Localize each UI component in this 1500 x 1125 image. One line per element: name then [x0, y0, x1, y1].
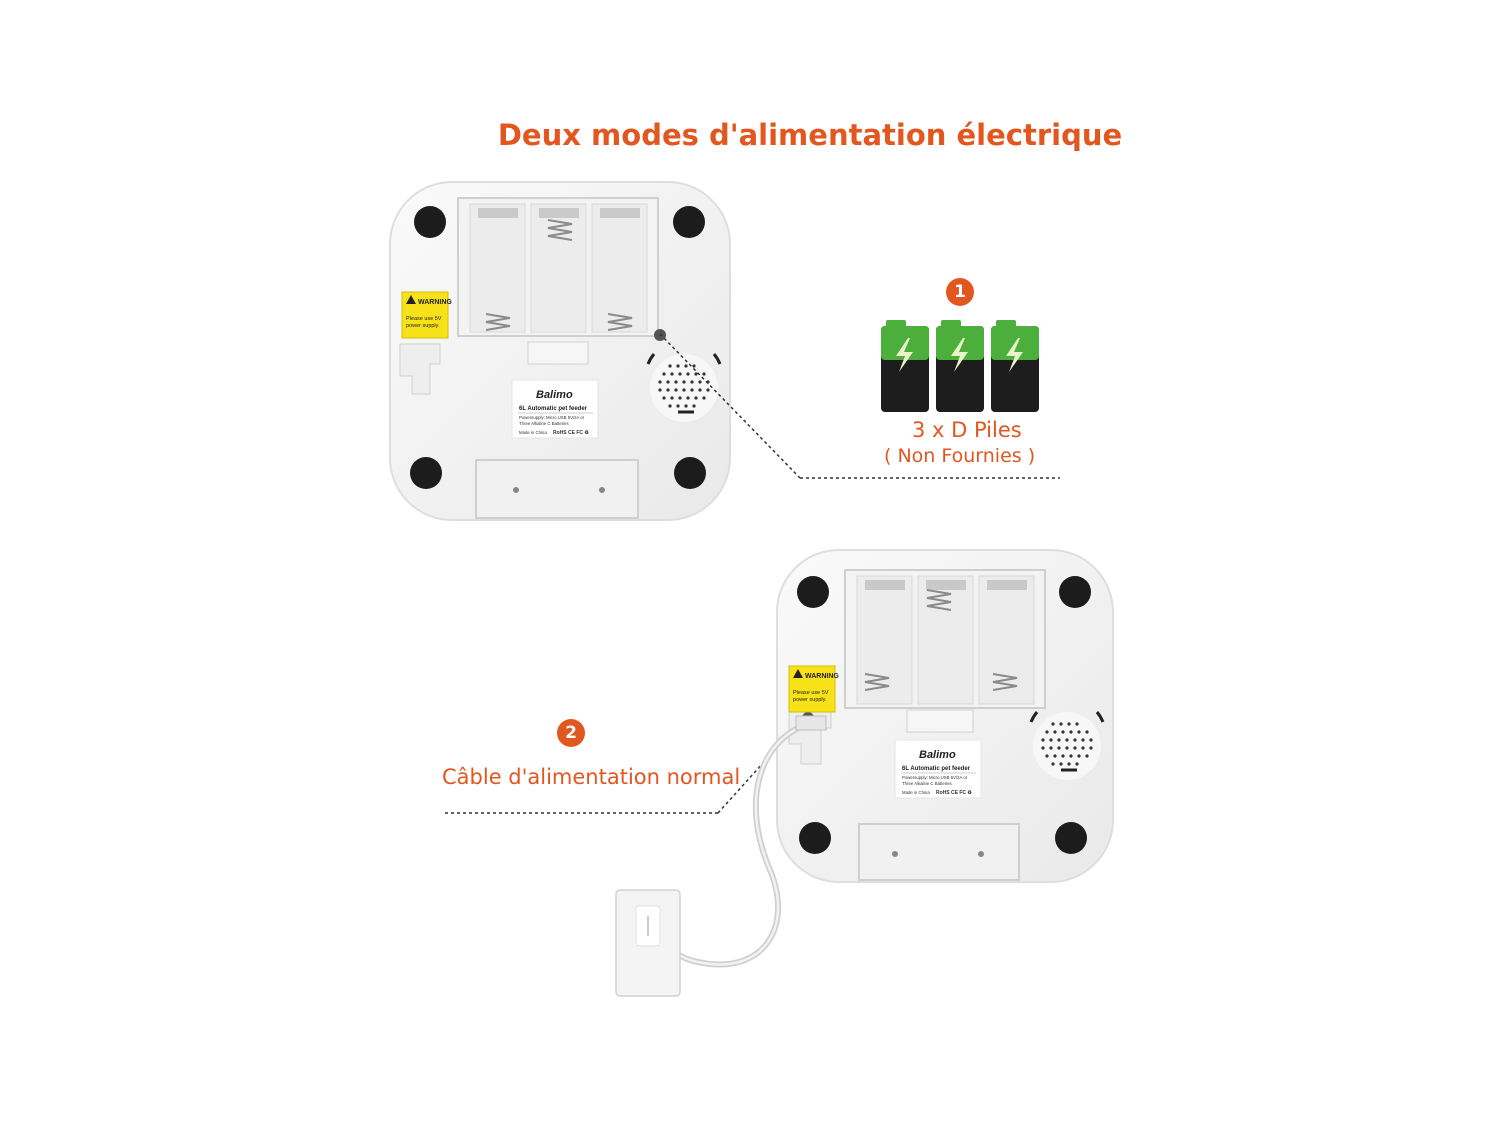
battery-icon [991, 320, 1039, 412]
rubber-foot [673, 206, 705, 238]
usb-cable [615, 715, 827, 997]
option-2-badge: 2 [557, 719, 585, 747]
rubber-foot [799, 822, 831, 854]
svg-text:Please use 5V: Please use 5V [793, 690, 829, 696]
feeder-bottom-view-cable: WARNING Please use 5V power supply. Bali… [775, 548, 1120, 888]
page-title: Deux modes d'alimentation électrique [497, 118, 1123, 152]
speaker-grille [646, 353, 722, 422]
warning-title: WARNING [805, 673, 839, 680]
svg-text:Made in China: Made in China [902, 790, 930, 795]
speaker-grille [1029, 711, 1105, 780]
cable-option-label: Câble d'alimentation normal [442, 765, 741, 789]
rubber-foot [414, 206, 446, 238]
svg-text:RoHS CE FC ♻: RoHS CE FC ♻ [553, 430, 589, 436]
feeder-bottom-view-battery: WARNING Please use 5V power supply. Bali… [388, 180, 733, 525]
svg-text:power supply.: power supply. [406, 323, 440, 329]
lightning-icon [896, 338, 913, 372]
svg-text:Made in China: Made in China [519, 430, 547, 435]
battery-option-note: ( Non Fournies ) [884, 445, 1036, 467]
svg-text:6L Automatic pet feeder: 6L Automatic pet feeder [902, 766, 971, 772]
svg-text:power supply.: power supply. [793, 697, 827, 703]
svg-text:Three Alkaline C Batteries: Three Alkaline C Batteries [519, 421, 569, 426]
batteries-group [881, 320, 1039, 412]
svg-text:Powersupply: Micro USB 5V/2A o: Powersupply: Micro USB 5V/2A or [902, 775, 968, 780]
product-label-plate: Balimo 6L Automatic pet feeder Powersupp… [894, 739, 982, 799]
warning-sticker: WARNING Please use 5V power supply. [788, 665, 839, 713]
lightning-icon [1006, 338, 1023, 372]
rubber-foot [797, 576, 829, 608]
svg-text:Please use 5V: Please use 5V [406, 316, 442, 322]
battery-option-label: 3 x D Piles [912, 418, 1022, 442]
rubber-foot [410, 457, 442, 489]
warning-title: WARNING [418, 299, 452, 306]
lightning-icon [951, 338, 968, 372]
svg-text:RoHS CE FC ♻: RoHS CE FC ♻ [936, 790, 972, 796]
svg-text:Three Alkaline C Batteries: Three Alkaline C Batteries [902, 781, 952, 786]
brand-logo: Balimo [919, 749, 956, 761]
brand-logo: Balimo [536, 389, 573, 401]
product-label-plate: Balimo 6L Automatic pet feeder Powersupp… [511, 379, 599, 439]
rubber-foot [1059, 576, 1091, 608]
option-1-badge: 1 [946, 278, 974, 306]
battery-icon [881, 320, 929, 412]
svg-text:6L Automatic pet feeder: 6L Automatic pet feeder [519, 406, 588, 412]
rubber-foot [1055, 822, 1087, 854]
rubber-foot [674, 457, 706, 489]
battery-icon [936, 320, 984, 412]
warning-sticker: WARNING Please use 5V power supply. [401, 291, 452, 339]
svg-text:Powersupply: Micro USB 5V/2A o: Powersupply: Micro USB 5V/2A or [519, 415, 585, 420]
